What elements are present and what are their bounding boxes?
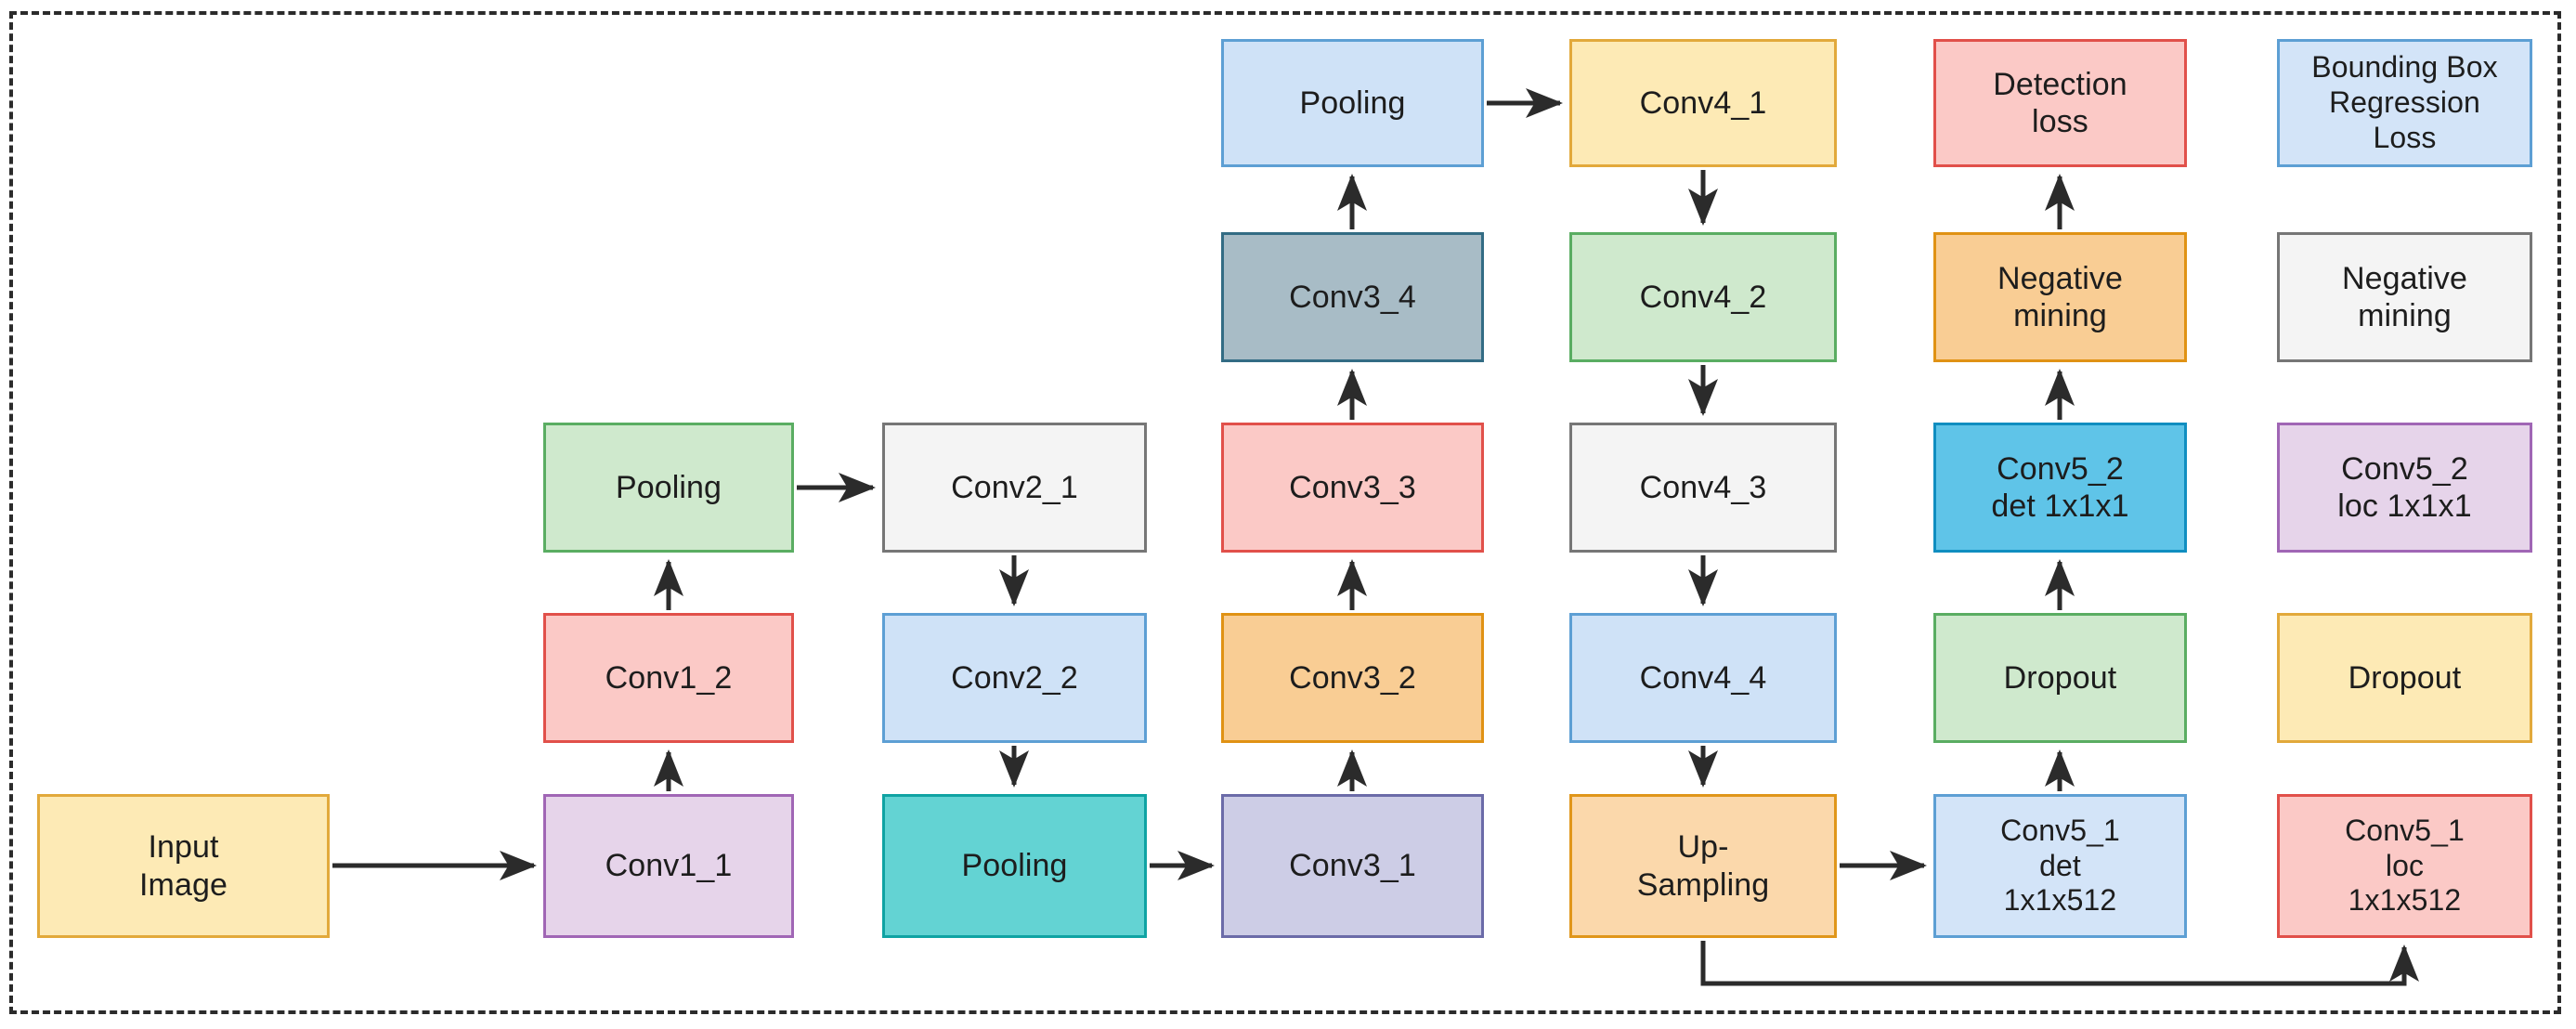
node-dropout_loc[interactable]: Dropout xyxy=(2277,613,2532,743)
node-conv4_4[interactable]: Conv4_4 xyxy=(1569,613,1837,743)
node-pool2[interactable]: Pooling xyxy=(882,794,1147,938)
node-negative_mining_det[interactable]: Negative mining xyxy=(1933,232,2187,362)
node-negative_mining_loc[interactable]: Negative mining xyxy=(2277,232,2532,362)
node-up_sampling[interactable]: Up- Sampling xyxy=(1569,794,1837,938)
node-conv3_4[interactable]: Conv3_4 xyxy=(1221,232,1484,362)
node-conv5_1_det[interactable]: Conv5_1 det 1x1x512 xyxy=(1933,794,2187,938)
arrow-up_sampling-to-conv5_1_loc xyxy=(1700,941,2419,986)
node-conv4_1[interactable]: Conv4_1 xyxy=(1569,39,1837,167)
node-conv1_2[interactable]: Conv1_2 xyxy=(543,613,794,743)
node-conv5_2_det[interactable]: Conv5_2 det 1x1x1 xyxy=(1933,423,2187,553)
node-conv5_1_loc[interactable]: Conv5_1 loc 1x1x512 xyxy=(2277,794,2532,938)
node-conv2_2[interactable]: Conv2_2 xyxy=(882,613,1147,743)
node-dropout_det[interactable]: Dropout xyxy=(1933,613,2187,743)
node-pool3[interactable]: Pooling xyxy=(1221,39,1484,167)
node-conv3_2[interactable]: Conv3_2 xyxy=(1221,613,1484,743)
node-conv1_1[interactable]: Conv1_1 xyxy=(543,794,794,938)
node-conv4_2[interactable]: Conv4_2 xyxy=(1569,232,1837,362)
node-conv3_3[interactable]: Conv3_3 xyxy=(1221,423,1484,553)
node-input_image[interactable]: Input Image xyxy=(37,794,330,938)
node-detection_loss[interactable]: Detection loss xyxy=(1933,39,2187,167)
node-conv4_3[interactable]: Conv4_3 xyxy=(1569,423,1837,553)
node-bbox_regression_loss[interactable]: Bounding Box Regression Loss xyxy=(2277,39,2532,167)
node-conv5_2_loc[interactable]: Conv5_2 loc 1x1x1 xyxy=(2277,423,2532,553)
node-conv2_1[interactable]: Conv2_1 xyxy=(882,423,1147,553)
node-pool1[interactable]: Pooling xyxy=(543,423,794,553)
node-conv3_1[interactable]: Conv3_1 xyxy=(1221,794,1484,938)
